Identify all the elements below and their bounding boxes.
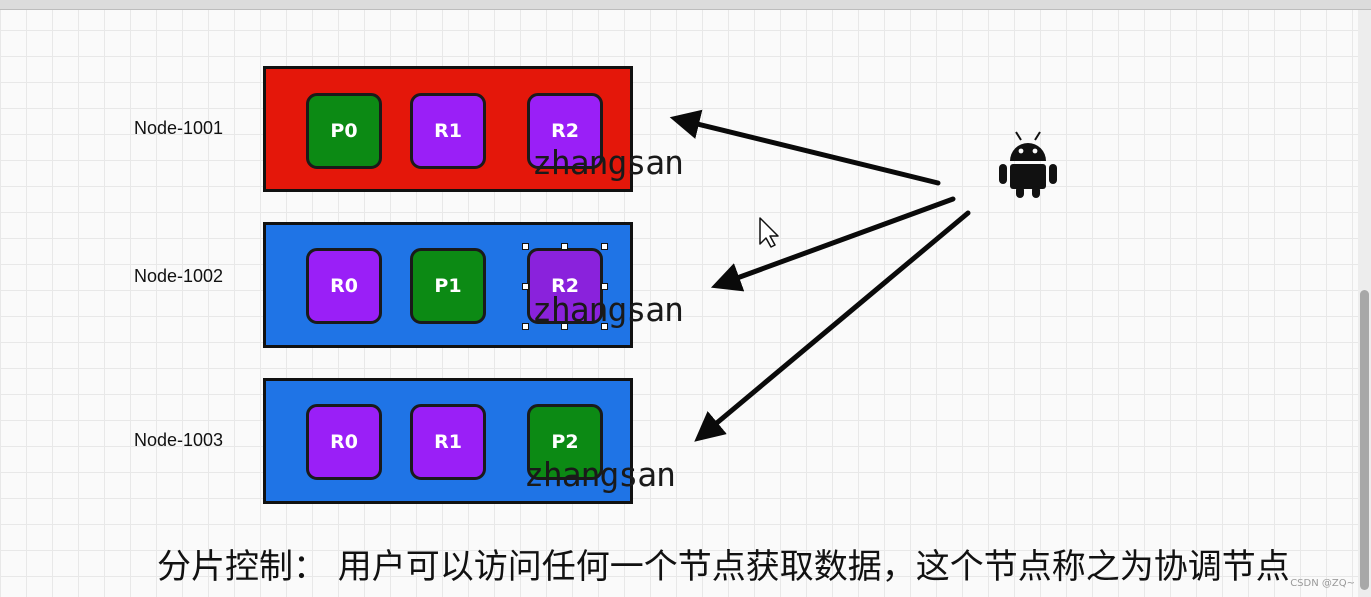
partition-r2[interactable]: R2 — [527, 93, 603, 169]
user-tag-node-1001: zhangsan — [532, 143, 684, 182]
partition-r0[interactable]: R0 — [306, 404, 382, 480]
partition-p0[interactable]: P0 — [306, 93, 382, 169]
request-arrow-node-1003[interactable] — [694, 210, 971, 442]
node-1003-box[interactable]: R0 R1 P2 — [263, 378, 633, 504]
partition-p2[interactable]: P2 — [527, 404, 603, 480]
node-1001-box[interactable]: P0 R1 R2 — [263, 66, 633, 192]
partition-p1[interactable]: P1 — [410, 248, 486, 324]
selection-handle[interactable] — [522, 243, 529, 250]
selection-handle[interactable] — [601, 283, 608, 290]
partition-r1[interactable]: R1 — [410, 93, 486, 169]
selection-handle[interactable] — [601, 323, 608, 330]
android-icon[interactable] — [999, 131, 1057, 198]
partition-r1[interactable]: R1 — [410, 404, 486, 480]
user-tag-node-1002: zhangsan — [532, 290, 684, 329]
selection-handle[interactable] — [561, 243, 568, 250]
request-arrow-node-1002[interactable] — [710, 196, 956, 292]
user-tag-node-1003: zhangsan — [524, 455, 676, 494]
node-label-1001: Node-1001 — [134, 118, 224, 138]
partition-r0[interactable]: R0 — [306, 248, 382, 324]
selection-handle[interactable] — [561, 323, 568, 330]
vertical-scrollbar[interactable] — [1358, 10, 1371, 597]
scrollbar-thumb[interactable] — [1360, 290, 1369, 590]
mouse-cursor-icon — [759, 217, 779, 248]
request-arrow-node-1001[interactable] — [669, 109, 941, 186]
node-1002-box[interactable]: R0 P1 R2 — [263, 222, 633, 348]
selection-handle[interactable] — [522, 283, 529, 290]
selection-handle[interactable] — [522, 323, 529, 330]
node-label-1002: Node-1002 — [134, 266, 224, 286]
diagram-caption: 分片控制： 用户可以访问任何一个节点获取数据，这个节点称之为协调节点 — [157, 547, 1290, 587]
node-label-1003: Node-1003 — [134, 430, 224, 450]
selection-handle[interactable] — [601, 243, 608, 250]
top-toolbar-edge — [0, 0, 1371, 10]
watermark: CSDN @ZQ~ — [1290, 578, 1355, 589]
